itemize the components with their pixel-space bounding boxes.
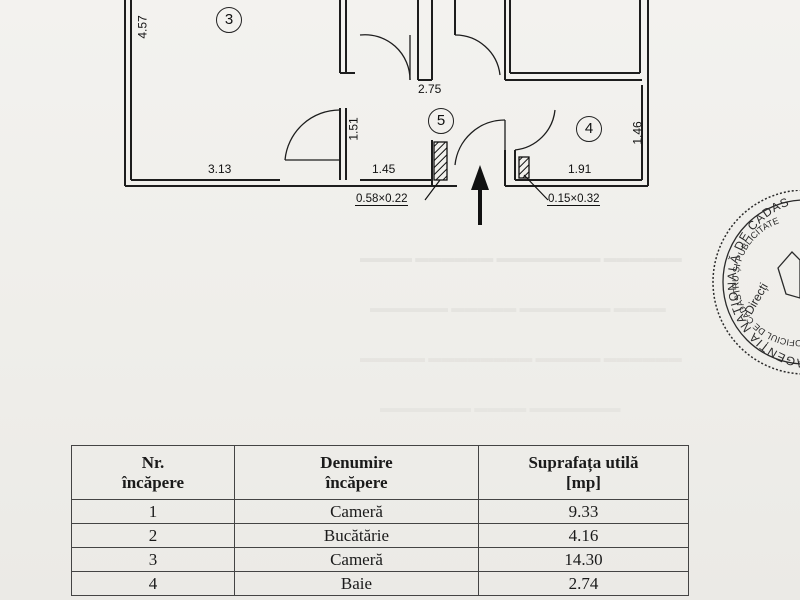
header-nr-line2: încăpere bbox=[121, 472, 184, 492]
chimney-left bbox=[433, 141, 448, 181]
door-swing-top-right bbox=[454, 34, 501, 76]
cell-name: Cameră bbox=[234, 499, 479, 524]
room-number-4: 4 bbox=[576, 116, 602, 142]
header-nr-line1: Nr. bbox=[141, 452, 165, 472]
table-header-row: Nr. încăpere Denumire încăpere Suprafața… bbox=[71, 445, 689, 500]
stamp-center-text: Direcți bbox=[742, 280, 771, 316]
room-areas-table: Nr. încăpere Denumire încăpere Suprafața… bbox=[71, 445, 689, 596]
entrance-arrow-icon bbox=[471, 165, 489, 225]
room-number-5: 5 bbox=[428, 108, 454, 134]
background-bleed-text: ▬▬▬▬ ▬▬▬▬▬▬ ▬▬▬▬▬▬▬▬ ▬▬▬▬▬▬ bbox=[360, 250, 682, 265]
table-row: 1 Cameră 9.33 bbox=[71, 499, 689, 524]
official-stamp: AGENȚIA NAȚIONALĂ DE CADASTRU ȘI PUBLICI… bbox=[700, 190, 800, 375]
cell-name: Cameră bbox=[234, 547, 479, 572]
door-swing-room4 bbox=[514, 109, 556, 151]
cell-name: Bucătărie bbox=[234, 523, 479, 548]
stamp-emblem-icon bbox=[777, 251, 800, 299]
chimney-right-label: 0.15×0.32 bbox=[547, 193, 601, 206]
door-swing-entrance bbox=[454, 119, 506, 166]
cell-nr: 1 bbox=[71, 499, 235, 524]
dimension-label: 3.13 bbox=[208, 162, 232, 176]
chimney-right bbox=[518, 156, 530, 179]
cell-area: 2.74 bbox=[478, 571, 689, 596]
cell-area: 14.30 bbox=[478, 547, 689, 572]
header-area-line1: Suprafața utilă bbox=[528, 452, 639, 472]
header-name-line1: Denumire bbox=[320, 452, 393, 472]
background-bleed-text: ▬▬▬▬▬▬▬ ▬▬▬▬ ▬▬▬▬▬▬▬ bbox=[380, 400, 621, 415]
cell-name: Baie bbox=[234, 571, 479, 596]
table-row: 2 Bucătărie 4.16 bbox=[71, 523, 689, 548]
cell-nr: 2 bbox=[71, 523, 235, 548]
cell-area: 9.33 bbox=[478, 499, 689, 524]
header-name-line2: încăpere bbox=[325, 472, 388, 492]
dimension-label: 4.57 bbox=[135, 15, 150, 39]
dimension-label: 1.46 bbox=[630, 121, 645, 145]
header-area: Suprafața utilă [mp] bbox=[478, 445, 689, 500]
header-nr: Nr. încăpere bbox=[71, 445, 235, 500]
cell-nr: 4 bbox=[71, 571, 235, 596]
background-bleed-text: ▬▬▬▬▬ ▬▬▬▬▬▬▬▬ ▬▬▬▬▬ ▬▬▬▬▬▬ bbox=[360, 350, 682, 365]
door-swing-room3 bbox=[284, 109, 341, 161]
dimension-label: 1.45 bbox=[372, 162, 396, 176]
header-name: Denumire încăpere bbox=[234, 445, 479, 500]
cell-nr: 3 bbox=[71, 547, 235, 572]
background-bleed-text: ▬▬▬▬▬▬ ▬▬▬▬▬ ▬▬▬▬▬▬▬ ▬▬▬▬ bbox=[370, 300, 666, 315]
table-row: 4 Baie 2.74 bbox=[71, 571, 689, 596]
dimension-label: 2.75 bbox=[418, 82, 442, 96]
dimension-label: 1.51 bbox=[346, 117, 361, 141]
door-swing-top-left bbox=[359, 34, 411, 81]
dimension-label: 1.91 bbox=[568, 162, 592, 176]
table-row: 3 Cameră 14.30 bbox=[71, 547, 689, 572]
chimney-left-label: 0.58×0.22 bbox=[355, 193, 409, 206]
room-number-3: 3 bbox=[216, 7, 242, 33]
cell-area: 4.16 bbox=[478, 523, 689, 548]
header-area-line2: [mp] bbox=[566, 472, 601, 492]
